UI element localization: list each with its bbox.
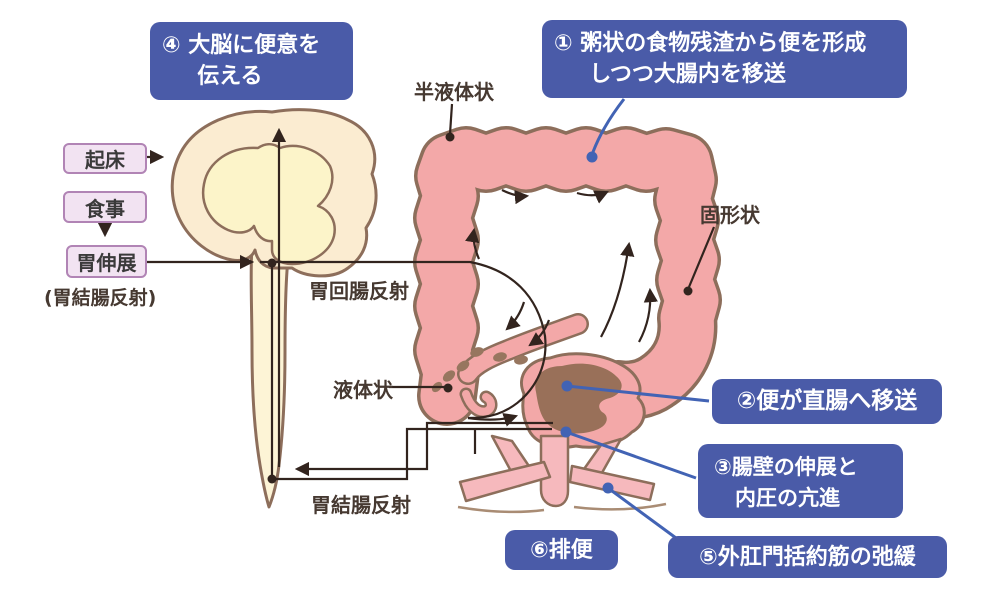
external-sphincter-left	[458, 460, 552, 503]
callout-step2: ②便が直腸へ移送	[712, 379, 942, 424]
large-intestine	[413, 126, 722, 426]
brain-inner-region	[201, 143, 336, 266]
perineum-line-left	[457, 505, 545, 514]
chyme-droplets	[431, 347, 528, 393]
transverse-arrow-2	[576, 190, 609, 204]
callout-step3: ③腸壁の伸展と 内圧の亢進	[698, 444, 903, 518]
nerve-dots	[267, 132, 693, 484]
callout-step4: ④ 大脳に便意を 伝える	[150, 22, 353, 100]
label-semi-liquid: 半液体状	[414, 80, 494, 104]
external-sphincter-right	[568, 464, 656, 502]
ileum	[431, 313, 589, 393]
trigger-note-gastrocolic: (胃結腸反射)	[44, 287, 157, 309]
anal-canal	[539, 434, 570, 508]
descending-arrow-1	[600, 241, 635, 338]
transverse-arrow-1	[501, 189, 530, 205]
ascending-arrow	[465, 227, 481, 260]
callout-step5: ⑤外肛門括約筋の弛緩	[668, 536, 947, 578]
label-gastroileal-reflex: 胃回腸反射	[309, 279, 409, 303]
trigger-meal: 食事	[63, 191, 147, 223]
label-liquid: 液体状	[333, 378, 393, 402]
rectum-afferent-path	[294, 421, 553, 477]
connector-dots	[560, 151, 614, 494]
nerve-pathways	[97, 103, 716, 481]
gastrocolic-sweep	[260, 260, 547, 420]
pelvic-muscles	[457, 434, 667, 514]
trigger-wake: 起床	[63, 143, 147, 174]
callout-connectors	[565, 98, 710, 540]
ileal-arrow-1	[505, 301, 526, 331]
connector-3	[565, 430, 697, 480]
appendix-fill	[462, 390, 495, 416]
connector-1	[591, 98, 626, 153]
descending-arrow-2	[638, 287, 658, 343]
callout-step1: ① 粥状の食物残渣から便を形成 しつつ大腸内を移送	[542, 20, 907, 98]
semiliquid-pointer	[448, 103, 454, 135]
connector-5	[607, 486, 677, 540]
feces-mass	[535, 363, 622, 434]
ileal-arrow-2	[528, 319, 551, 347]
trigger-stomach-stretch: 胃伸展	[66, 245, 147, 278]
rectum-efferent-path	[273, 427, 552, 481]
label-gastrocolic-reflex: 胃結腸反射	[311, 493, 411, 517]
label-solid: 固形状	[700, 203, 760, 227]
perineum-line-right	[573, 502, 667, 511]
sweep-arrow	[467, 413, 519, 427]
solid-pointer	[687, 226, 716, 288]
callout-step6: ⑥排便	[505, 530, 618, 570]
brain	[170, 108, 378, 278]
colon-fill	[416, 129, 719, 423]
rectum	[520, 352, 646, 449]
spinal-cord	[249, 246, 291, 509]
connector-2	[566, 384, 710, 403]
